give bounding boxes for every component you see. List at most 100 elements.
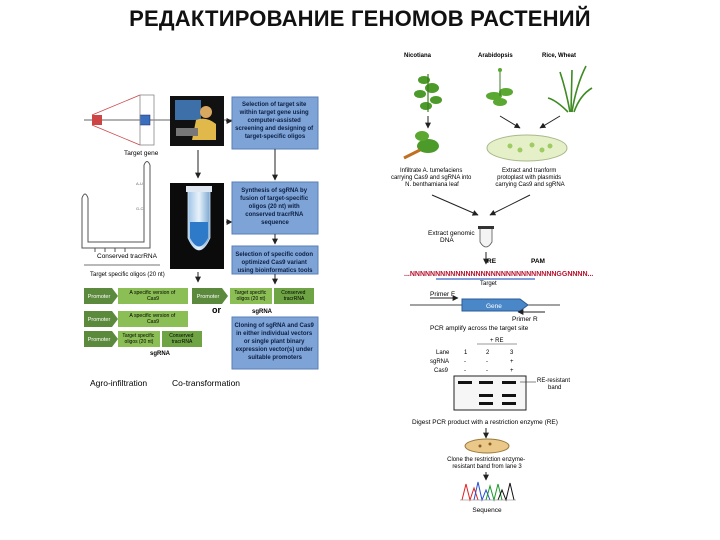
step-box-2: Synthesis of sgRNA by fusion of target-s…	[231, 181, 319, 235]
sgrna-scaffold-graphic	[81, 161, 151, 252]
lane-cell: -	[486, 368, 488, 374]
gene-arrow: Gene	[461, 298, 529, 312]
oligos-label: oligos (20 nt)	[237, 296, 266, 302]
step-2-line: Synthesis of sgRNA by	[241, 188, 307, 194]
lane-table: Lane 1 2 3 sgRNA - - + Cas9 - - +	[430, 350, 514, 374]
svg-text:Selection of specific codon: Selection of specific codon optimized Ca…	[235, 252, 314, 274]
resistant-band-label: band	[548, 385, 561, 391]
sequence-label: Sequence	[472, 507, 502, 514]
target-oligos-label: Target specific oligos (20 nt)	[90, 272, 165, 278]
step-4-line: Cloning of sgRNA and Cas9	[234, 323, 314, 329]
svg-text:G-C: G-C	[136, 206, 143, 211]
tracr-label: tracrRNA	[172, 339, 193, 345]
plant-label-rice-wheat: Rice, Wheat	[542, 53, 576, 59]
re-label: RE	[487, 258, 497, 265]
or-label: or	[212, 305, 221, 315]
step-4-line: suitable promoters	[248, 355, 303, 361]
step-3-line: Selection of specific codon	[235, 252, 313, 258]
clone-label: Clone the restriction enzyme-	[447, 457, 525, 463]
lane-header-re: + RE	[490, 338, 504, 344]
protoplast-text: carrying Cas9 and sgRNA	[495, 182, 564, 188]
step-box-4: Cloning of sgRNA and Cas9 in either indi…	[231, 316, 319, 370]
svg-text:Target specific oligos: Target specific oligos (20 nt)	[122, 333, 155, 345]
nicotiana-plant-image	[414, 74, 442, 112]
promoter-label: Promoter	[197, 294, 220, 300]
tube-image	[170, 183, 224, 269]
infiltrate-text: carrying Cas9 and sgRNA into	[391, 175, 472, 181]
lane-cell: -	[464, 359, 466, 365]
extract-dna-text: DNA	[440, 237, 454, 244]
svg-text:A-U: A-U	[136, 181, 143, 186]
cas9-label: A specific version of	[129, 290, 175, 296]
vector-construct-2: Promoter A specific version of Cas9 Prom…	[84, 311, 202, 357]
target-label: Target	[480, 281, 497, 287]
agro-infiltration-label: Agro-infiltration	[90, 378, 147, 388]
left-panel: Target gene A-U G-C	[81, 94, 319, 388]
sgrna-label: sgRNA	[252, 309, 273, 315]
researcher-computer-image	[170, 96, 224, 146]
lane-cell: +	[510, 368, 514, 374]
right-panel: Nicotiana Arabidopsis Rice, Wheat	[391, 53, 593, 514]
svg-text:Clone the restriction enzyme-: Clone the restriction enzyme- resistant …	[447, 457, 527, 470]
plant-label-nicotiana: Nicotiana	[404, 53, 432, 59]
lane-cell: +	[510, 359, 514, 365]
tracr-label: Conserved	[169, 333, 193, 339]
rice-wheat-plant-image	[547, 65, 593, 113]
cas9-label: A specific version of	[129, 313, 175, 319]
step-3-line: using bioinformatics tools	[237, 268, 313, 274]
step-4-line: or single plant binary	[244, 339, 305, 345]
lane-row-label: Lane	[436, 350, 450, 356]
step-4-line: expression vector(s) under	[236, 347, 314, 353]
page-title: РЕДАКТИРОВАНИЕ ГЕНОМОВ РАСТЕНИЙ	[129, 6, 591, 31]
sgrna-label: sgRNA	[150, 351, 171, 357]
primer-f-label: Primer F	[430, 291, 455, 298]
svg-text:Extract genomic DNA: Extract genomic DNA	[428, 230, 476, 244]
protoplast-dish-image	[486, 134, 568, 162]
pam-label: PAM	[531, 258, 545, 265]
step-box-3: Selection of specific codon optimized Ca…	[231, 245, 319, 275]
pcr-label: PCR amplify across the target site	[430, 325, 529, 332]
gene-label: Gene	[486, 303, 502, 310]
vector-construct-1: Promoter A specific version of Cas9 Prom…	[84, 288, 314, 315]
conserved-tracrrna-label: Conserved tracrRNA	[97, 253, 158, 260]
cas9-label: Cas9	[147, 319, 159, 325]
chromatogram-image	[460, 481, 516, 502]
lane-cell: 2	[486, 350, 490, 356]
oligos-label: Target specific	[234, 290, 266, 296]
svg-text:Selection of target site: Selection of target site within target g…	[235, 102, 315, 140]
step-2-line: oligos (20 nt) with	[249, 204, 300, 210]
tracr-label: tracrRNA	[284, 296, 305, 302]
svg-text:Infiltrate A. tumefaciens: Infiltrate A. tumefaciens carrying Cas9 …	[391, 168, 473, 188]
svg-text:Synthesis of sgRNA by: Synthesis of sgRNA by fusion of target-s…	[240, 188, 310, 226]
svg-text:Conserved tracrRNA: Conserved tracrRNA	[281, 290, 307, 302]
svg-text:Target specific oligos: Target specific oligos (20 nt)	[234, 290, 267, 302]
svg-text:A specific version of: A specific version of Cas9	[129, 313, 176, 325]
dna-tube-image	[478, 226, 494, 248]
promoter-label: Promoter	[88, 317, 111, 323]
lane-cell: 3	[510, 350, 514, 356]
cas9-label: Cas9	[147, 296, 159, 302]
clone-label: resistant band from lane 3	[452, 464, 522, 470]
protoplast-text: Extract and tranform	[502, 168, 556, 174]
step-1-line: computer-assisted	[247, 118, 301, 124]
step-1-line: target-specific oligos	[245, 134, 306, 140]
oligos-label: Target specific	[122, 333, 154, 339]
oligos-label: oligos (20 nt)	[125, 339, 154, 345]
svg-text:Extract and tranform pro: Extract and tranform protoplast with pla…	[495, 168, 564, 188]
step-2-line: fusion of target-specific	[240, 196, 309, 202]
step-box-1: Selection of target site within target g…	[231, 96, 319, 150]
protoplast-text: protoplast with plasmids	[497, 175, 561, 181]
lane-cell: -	[486, 359, 488, 365]
step-1-line: within target gene using	[239, 110, 309, 116]
colony-dish-image	[464, 438, 510, 454]
infiltrate-text: Infiltrate A. tumefaciens	[400, 168, 462, 174]
svg-text:Conserved tracrRNA: Conserved tracrRNA	[169, 333, 195, 345]
resistant-band-label: RE-resistant	[537, 378, 570, 384]
arabidopsis-plant-image	[486, 68, 513, 106]
step-2-line: conserved tracrRNA	[245, 212, 304, 218]
extract-dna-text: Extract genomic	[428, 230, 475, 237]
step-1-line: screening and designing of	[235, 126, 314, 132]
lane-cell: -	[464, 368, 466, 374]
svg-text:A specific version of: A specific version of Cas9	[129, 290, 176, 302]
infiltrate-text: N. benthamiana leaf	[405, 182, 459, 188]
